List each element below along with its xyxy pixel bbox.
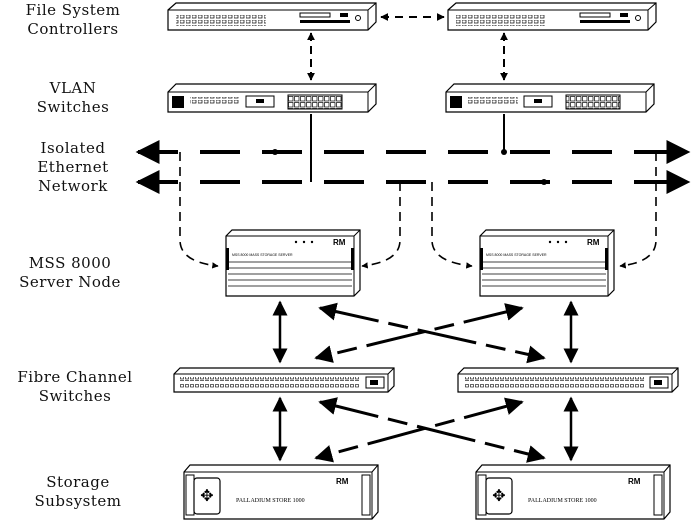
fc-storage-cross-link bbox=[314, 397, 524, 463]
vlan-switch-left bbox=[167, 83, 377, 113]
label-line: Ethernet bbox=[37, 158, 109, 176]
server-fc-cross-link bbox=[318, 302, 546, 364]
server-brand: RM bbox=[587, 238, 600, 247]
storage-subsystem-left: ✥ RM PALLADIUM STORE 1000 bbox=[183, 464, 379, 520]
server-node-left: RM MSS 8000 MASS STORAGE SERVER bbox=[225, 229, 361, 297]
storage-model: PALLADIUM STORE 1000 bbox=[236, 498, 305, 504]
server-model: MSS 8000 MASS STORAGE SERVER bbox=[232, 253, 293, 257]
label-file-system-controllers: File System Controllers bbox=[18, 1, 128, 39]
server-model: MSS 8000 MASS STORAGE SERVER bbox=[486, 253, 547, 257]
fibre-channel-switch-left bbox=[173, 367, 395, 393]
bus-junction bbox=[541, 179, 547, 185]
storage-model: PALLADIUM STORE 1000 bbox=[528, 498, 597, 504]
label-line: VLAN bbox=[49, 79, 97, 97]
file-system-controller-right bbox=[447, 2, 657, 31]
fibre-channel-switch-right bbox=[457, 367, 679, 393]
label-line: Storage bbox=[46, 473, 110, 491]
bus-junction bbox=[272, 149, 278, 155]
server-fc-cross-link bbox=[314, 303, 524, 363]
server-node-right: RM MSS 8000 MASS STORAGE SERVER bbox=[479, 229, 615, 297]
storage-brand: RM bbox=[336, 477, 349, 486]
storage-keypad-icon: ✥ bbox=[492, 486, 505, 505]
file-system-controller-left bbox=[167, 2, 377, 31]
label-line: Switches bbox=[36, 98, 110, 116]
ethernet-server-link bbox=[431, 182, 473, 269]
label-line: Server Node bbox=[19, 273, 121, 291]
label-line: MSS 8000 bbox=[28, 254, 112, 272]
ethernet-server-link bbox=[361, 182, 401, 269]
label-mss-8000-server-node: MSS 8000 Server Node bbox=[10, 254, 130, 292]
label-line: Network bbox=[38, 177, 108, 195]
storage-keypad-icon: ✥ bbox=[200, 486, 213, 505]
ethernet-server-link bbox=[179, 152, 219, 269]
ethernet-server-link bbox=[619, 152, 657, 269]
label-line: Controllers bbox=[27, 20, 119, 38]
label-line: Switches bbox=[38, 387, 112, 405]
storage-brand: RM bbox=[628, 477, 641, 486]
label-isolated-ethernet-network: Isolated Ethernet Network bbox=[18, 139, 128, 196]
vlan-switch-right bbox=[445, 83, 655, 113]
server-brand: RM bbox=[333, 238, 346, 247]
label-line: Isolated bbox=[40, 139, 106, 157]
storage-subsystem-right: ✥ RM PALLADIUM STORE 1000 bbox=[475, 464, 671, 520]
fc-storage-cross-link bbox=[318, 397, 546, 463]
label-line: Subsystem bbox=[34, 492, 122, 510]
label-fibre-channel-switches: Fibre Channel Switches bbox=[0, 368, 150, 406]
label-line: File System bbox=[25, 1, 121, 19]
label-vlan-switches: VLAN Switches bbox=[18, 79, 128, 117]
bus-junction bbox=[501, 149, 507, 155]
label-line: Fibre Channel bbox=[17, 368, 133, 386]
label-storage-subsystem: Storage Subsystem bbox=[18, 473, 138, 511]
